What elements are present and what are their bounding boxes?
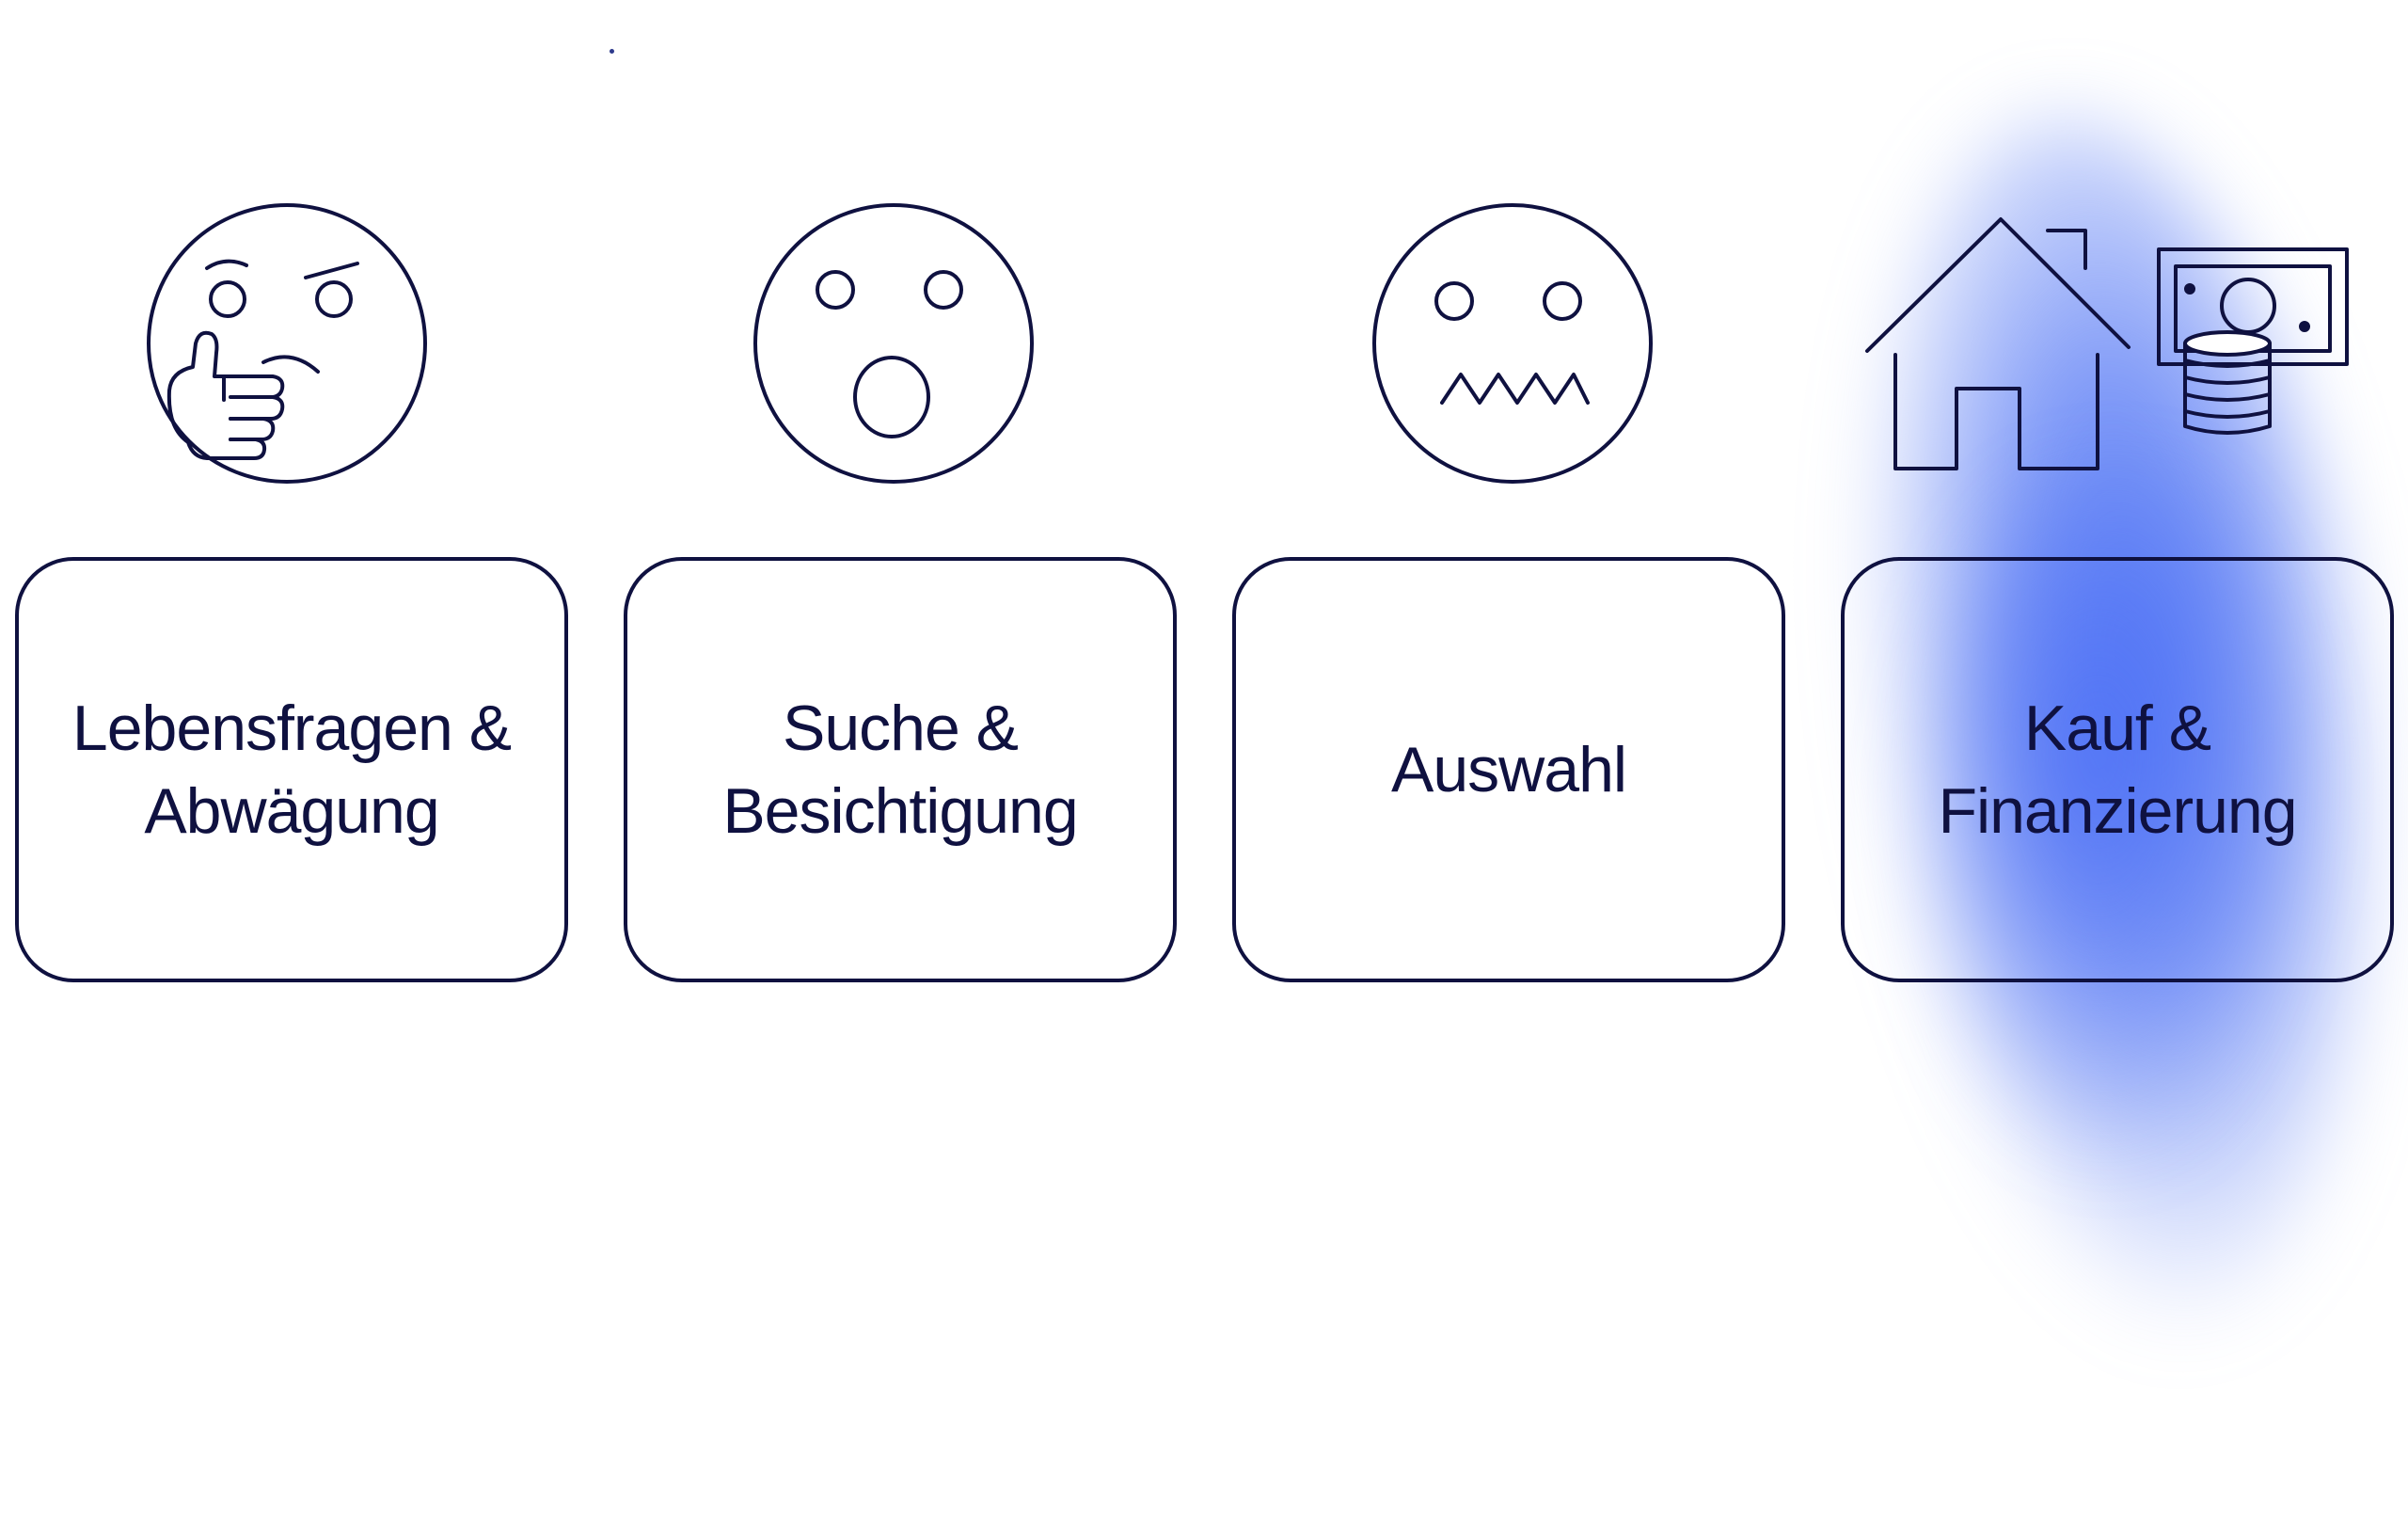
highlight-glow-lower: [1938, 489, 2295, 1148]
step-card-lebensfragen: Lebensfragen & Abwägung: [15, 557, 568, 982]
step-card-kauf: Kauf & Finanzierung: [1841, 557, 2394, 982]
house-and-money-icon: [1865, 217, 2349, 470]
surprised-face-icon: [753, 203, 1034, 484]
thinking-face-icon: [147, 203, 427, 484]
decorative-dot: [610, 49, 614, 54]
step-card-suche: Suche & Besichtigung: [624, 557, 1177, 982]
step-label: Kauf & Finanzierung: [1938, 693, 2297, 847]
step-label: Suche & Besichtigung: [722, 693, 1078, 847]
step-card-auswahl: Auswahl: [1232, 557, 1785, 982]
step-label: Auswahl: [1390, 734, 1627, 805]
grimacing-face-icon: [1372, 203, 1653, 484]
step-label: Lebensfragen & Abwägung: [71, 693, 512, 847]
